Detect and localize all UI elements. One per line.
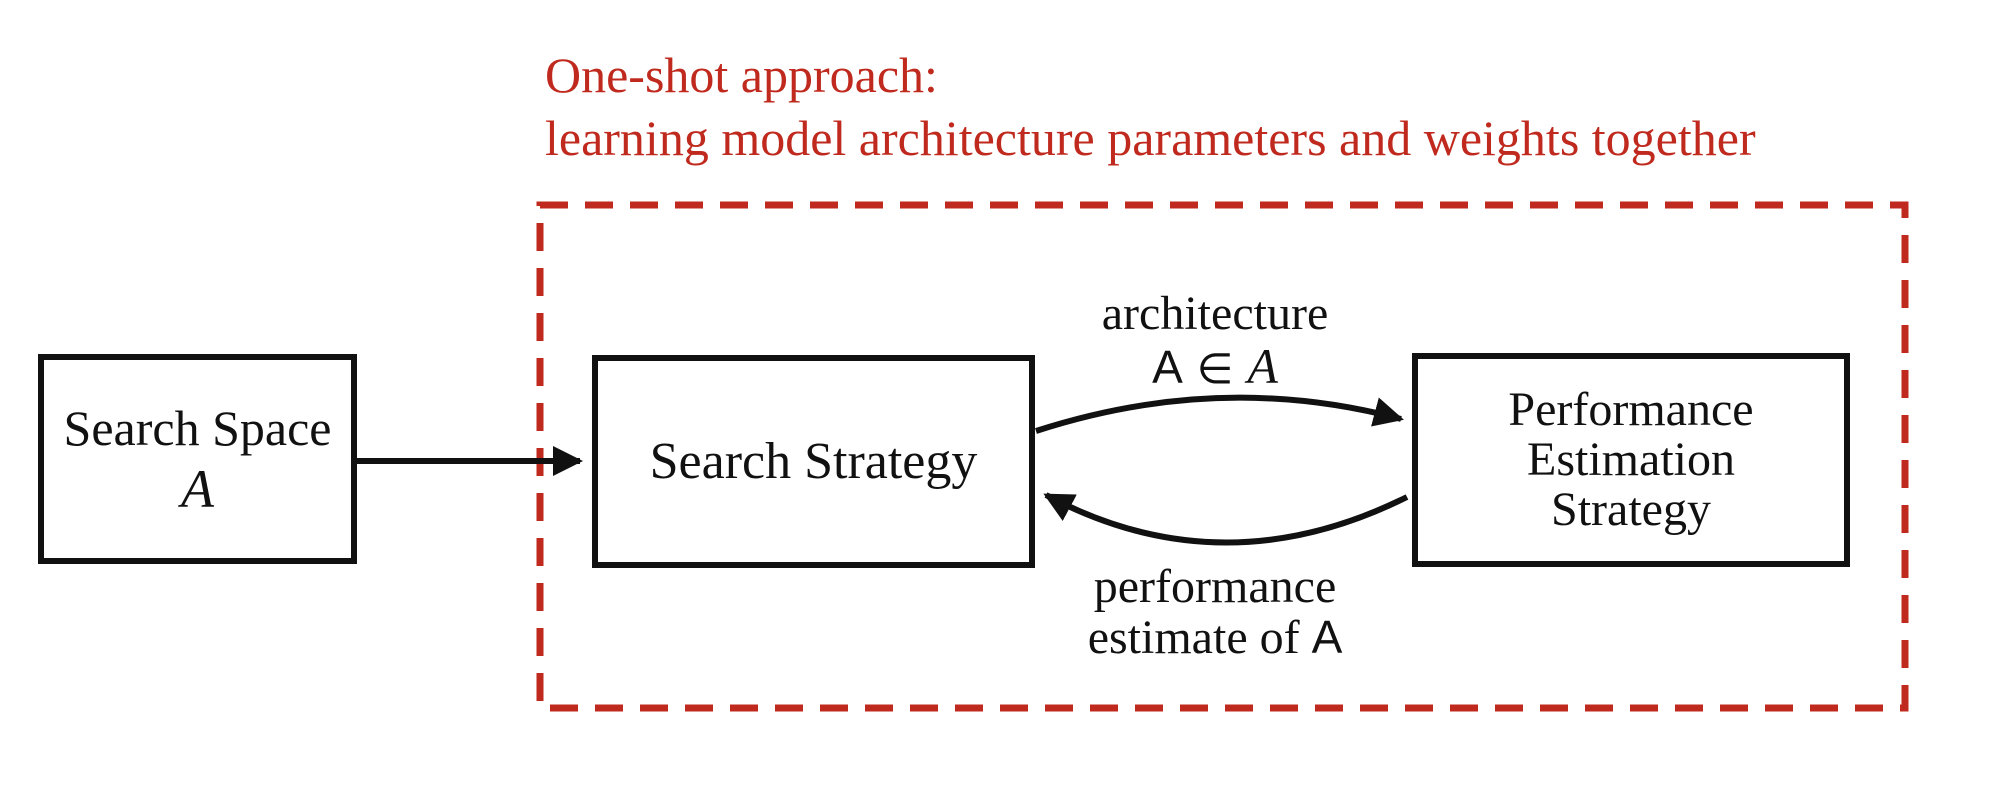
performance-estimation-box: Performance Estimation Strategy <box>1412 353 1850 567</box>
one-shot-dashed-region <box>536 201 1909 712</box>
search-space-label: Search Space <box>63 400 332 456</box>
arrow-performance-curve <box>1043 492 1409 546</box>
one-shot-annotation: One-shot approach: learning model archit… <box>545 44 1756 170</box>
performance-estimation-label-line-2: Estimation <box>1527 433 1735 486</box>
annotation-line-2: learning model architecture parameters a… <box>545 110 1756 166</box>
performance-label-word: performance <box>1093 560 1337 613</box>
performance-estimation-label-line-1: Performance <box>1508 383 1754 436</box>
annotation-line-1: One-shot approach: <box>545 47 938 103</box>
search-space-box: Search Space A <box>38 354 357 564</box>
element-of-symbol: ∈ <box>1196 344 1234 393</box>
performance-estimation-label-line-3: Strategy <box>1551 483 1711 536</box>
architecture-label-word: architecture <box>1101 287 1329 340</box>
architecture-set-symbol: A <box>1247 338 1278 394</box>
architecture-variable: A <box>1152 341 1183 393</box>
search-space-set-symbol: A <box>181 459 214 519</box>
search-strategy-box: Search Strategy <box>592 355 1035 568</box>
arrow-architecture-curve <box>1035 394 1404 434</box>
architecture-formula: A ∈ A <box>995 340 1435 395</box>
estimate-of-text: estimate of <box>1087 611 1300 664</box>
performance-variable: A <box>1311 611 1343 663</box>
search-strategy-label: Search Strategy <box>649 433 978 490</box>
architecture-arrow-label: architecture A ∈ A <box>995 288 1435 395</box>
